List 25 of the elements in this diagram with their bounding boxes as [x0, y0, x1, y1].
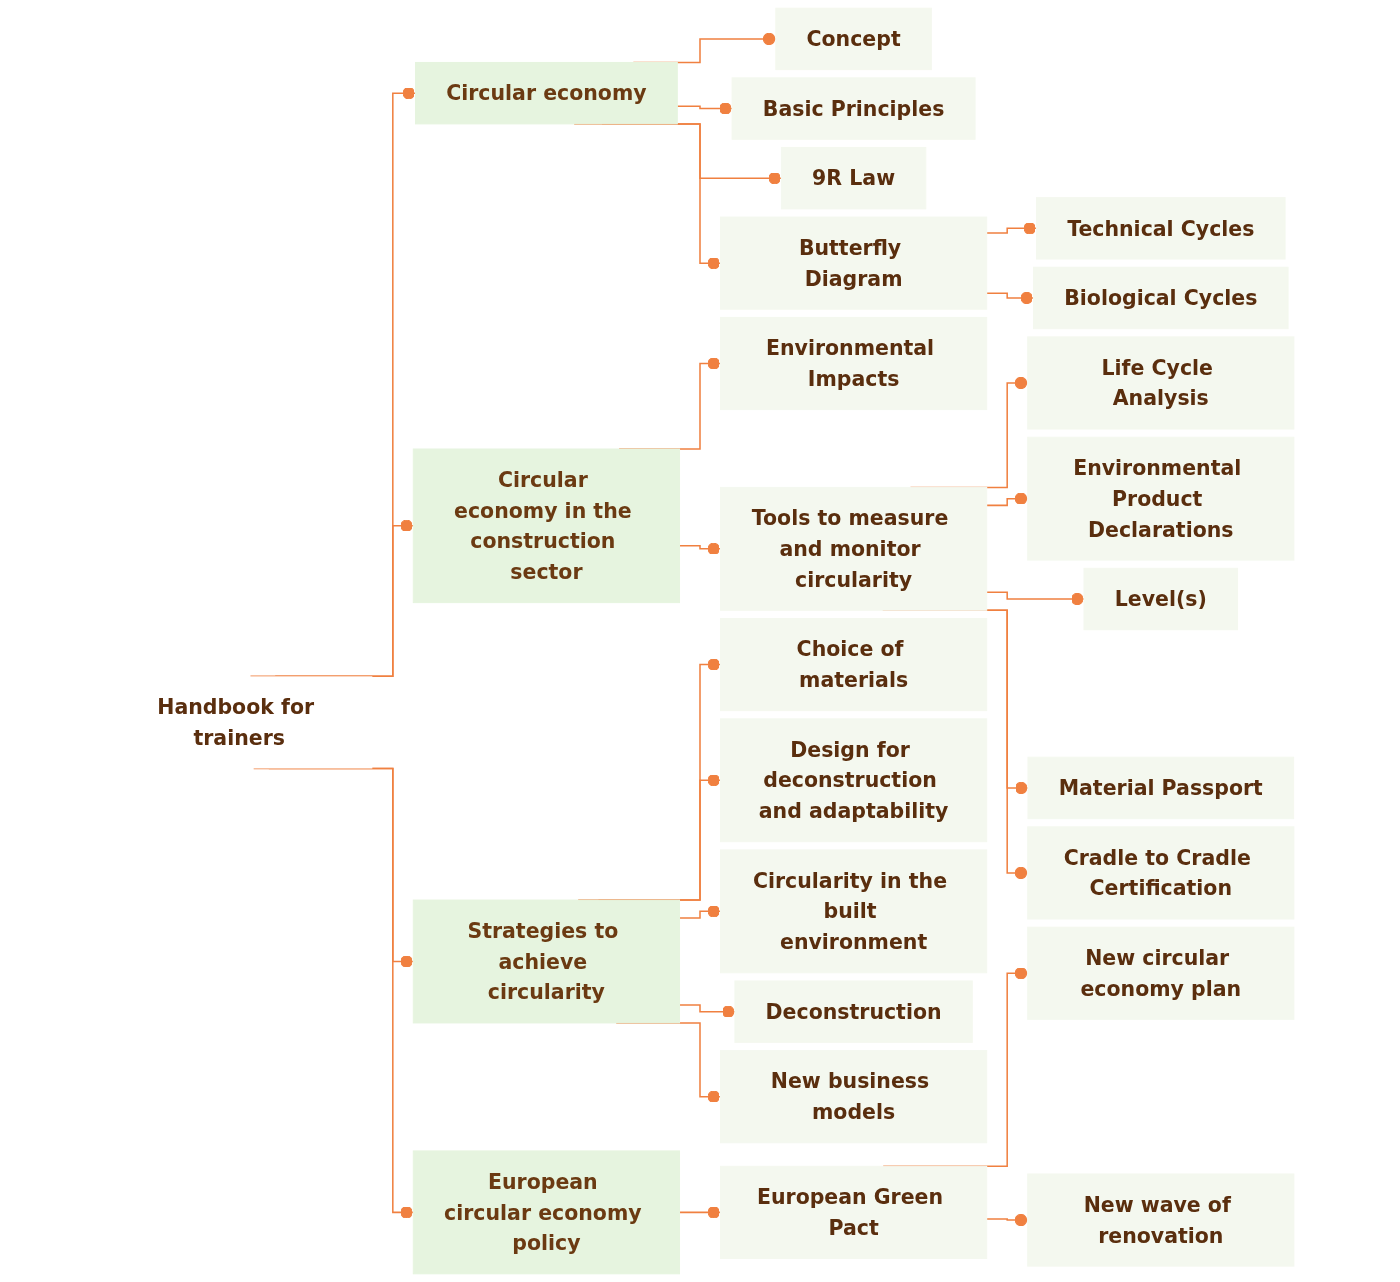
node-box: Level(s) [1083, 567, 1239, 631]
node-box: European Green Pact [719, 1165, 988, 1259]
node-box: Deconstruction [734, 980, 973, 1043]
node-box: Technical Cycles [1035, 197, 1286, 260]
node-box: European circular economy policy [412, 1150, 681, 1275]
node-box: Tools to measure and monitor circularity [719, 486, 988, 611]
node-box: New business models [719, 1050, 988, 1144]
node-box: New circular economy plan [1027, 926, 1295, 1020]
node-box: Material Passport [1027, 756, 1295, 820]
node-box: Biological Cycles [1032, 266, 1289, 330]
node-box: Basic Principles [731, 77, 976, 140]
node-box: Choice of materials [719, 617, 988, 712]
node-box: Design for deconstruction and adaptability [719, 718, 988, 843]
node-box: Cradle to Cradle Certification [1027, 826, 1295, 920]
node-box: Environmental Impacts [719, 316, 988, 411]
node-box: Life Cycle Analysis [1027, 336, 1295, 430]
node-box: Circularity in the built environment [719, 849, 988, 974]
node-box: Strategies to achieve circularity [412, 899, 681, 1024]
node-box: Butterfly Diagram [719, 216, 988, 310]
node-box: 9R Law [780, 146, 927, 210]
node-box: Concept [775, 7, 932, 71]
node-box: Environmental Product Declarations [1027, 436, 1295, 561]
node-box: Circular economy [415, 61, 678, 125]
node-box: New wave of renovation [1027, 1173, 1295, 1267]
node-box: Circular economy in the construction sector [412, 448, 681, 604]
